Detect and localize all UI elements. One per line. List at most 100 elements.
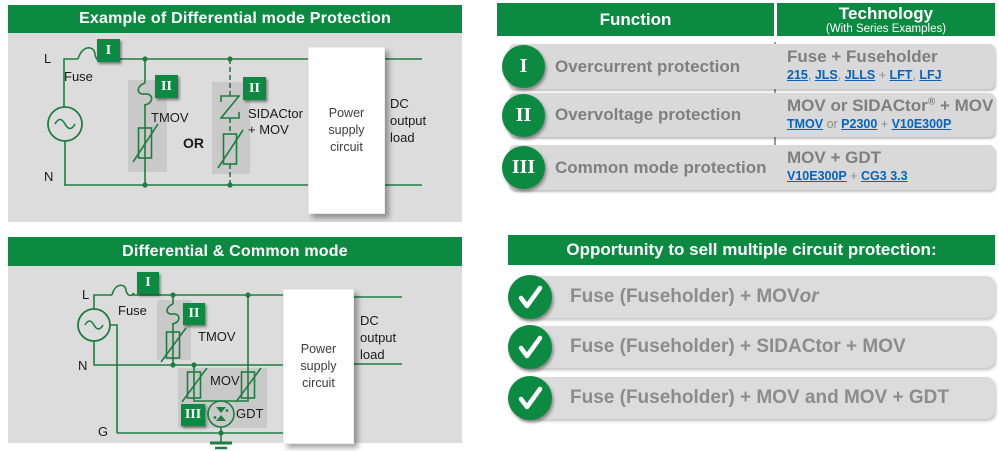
item-pill: [517, 377, 995, 419]
technology-cell: MOV or SIDACtor® + MOV TMOV or P2300 + V…: [787, 96, 994, 131]
item-label: Fuse (Fuseholder) + SIDACtor + MOV: [570, 325, 906, 369]
numeral-ii-badge: II: [502, 93, 545, 137]
badge-overvoltage-sidactor: II: [243, 77, 266, 100]
series-link[interactable]: JLS: [814, 68, 838, 82]
series-link[interactable]: LFT: [889, 68, 913, 82]
junction-dots: [142, 56, 233, 188]
text-part: +: [877, 117, 892, 131]
text-part: or: [799, 286, 819, 307]
text-part: +: [875, 68, 890, 82]
technology-title: Technology: [838, 3, 934, 23]
tmov-label: TMOV: [151, 110, 189, 125]
power-supply-box: Power supply circuit: [283, 289, 354, 444]
series-link[interactable]: CG3 3.3: [861, 169, 908, 183]
power-line: supply: [300, 359, 337, 374]
technology-cell: MOV + GDT V10E300P + CG3 3.3: [787, 148, 991, 183]
gdt-label: GDT: [236, 406, 264, 421]
function-cell: Overcurrent protection: [555, 56, 741, 76]
dc-line: output: [390, 113, 427, 128]
varistor-icon: [240, 371, 256, 399]
dc-output-load-label: DC output load: [360, 312, 396, 363]
or-label: OR: [183, 135, 204, 151]
fuse-label: Fuse: [64, 69, 93, 84]
opportunity-panel: Opportunity to sell multiple circuit pro…: [508, 235, 995, 451]
series-link[interactable]: V10E300P: [891, 117, 952, 131]
differential-mode-panel: Example of Differential mode Protection: [8, 5, 462, 222]
check-icon: [508, 376, 552, 420]
junction-dots: [170, 292, 251, 436]
wires: [47, 47, 422, 186]
wires: [77, 284, 402, 450]
text-part: + MOV: [935, 96, 994, 115]
varistor-icon: [165, 331, 181, 359]
power-line: supply: [328, 123, 365, 138]
dc-output-load-label: DC output load: [390, 95, 426, 146]
series-examples: TMOV or P2300 + V10E300P: [787, 117, 991, 131]
text-part: Fuse (Fuseholder) + SIDACtor + MOV: [570, 336, 906, 357]
sidactor-mov-label: SIDACtor + MOV: [248, 106, 303, 139]
function-technology-table: Function Technology (With Series Example…: [497, 3, 995, 193]
sidactor-icon: [219, 95, 241, 119]
opportunity-item: Fuse (Fuseholder) + MOV or: [508, 275, 995, 319]
series-examples: V10E300P + CG3 3.3: [787, 169, 991, 183]
thermal-element-icon: [166, 303, 180, 325]
badge-overvoltage: II: [183, 303, 205, 325]
ground-label: G: [98, 424, 109, 439]
ac-source-icon: [47, 106, 83, 142]
item-label: Fuse (Fuseholder) + MOV and MOV + GDT: [570, 376, 949, 420]
fuse-label: Fuse: [118, 303, 147, 318]
tech-title: Fuse + Fuseholder: [787, 47, 991, 67]
technology-column-header: Technology (With Series Examples): [777, 3, 995, 36]
item-pill: [517, 276, 995, 318]
numeral-iii-badge: III: [502, 146, 545, 189]
badge-overvoltage-tmov: II: [155, 75, 178, 98]
series-link[interactable]: 215: [787, 68, 808, 82]
dc-line: load: [390, 130, 415, 145]
text-part: Fuse (Fuseholder) + MOV: [570, 286, 800, 307]
neutral-label: N: [44, 169, 54, 184]
technology-cell: Fuse + Fuseholder 215, JLS, JLLS + LFT, …: [787, 47, 991, 82]
series-link[interactable]: JLLS: [844, 68, 876, 82]
table-row-common-mode: III Common mode protection MOV + GDT V10…: [502, 145, 995, 190]
item-label: Fuse (Fuseholder) + MOV or: [570, 275, 819, 319]
tmov-label: TMOV: [198, 329, 236, 344]
differential-circuit: I II II L N Fuse TMOV OR SIDACtor + MOV …: [8, 33, 462, 222]
sidactor-label: SIDACtor: [248, 106, 303, 121]
table-header: Function Technology (With Series Example…: [497, 3, 995, 36]
power-line: circuit: [330, 139, 363, 154]
varistor-icon: [186, 371, 202, 399]
opportunity-item: Fuse (Fuseholder) + SIDACtor + MOV: [508, 325, 995, 369]
check-icon: [508, 275, 552, 319]
common-circuit: I II III L N G Fuse TMOV MOV GDT Power s…: [8, 266, 462, 450]
item-pill: [517, 326, 995, 368]
check-icon: [508, 325, 552, 369]
series-link[interactable]: P2300: [841, 117, 878, 131]
table-row-overvoltage: II Overvoltage protection MOV or SIDACto…: [502, 93, 995, 137]
text-part: ,: [912, 68, 920, 82]
badge-overcurrent: I: [97, 39, 120, 62]
varistor-icon: [222, 133, 238, 165]
text-part: ®: [927, 96, 936, 108]
dc-line: output: [360, 330, 397, 345]
series-link[interactable]: LFJ: [919, 68, 942, 82]
power-supply-box: Power supply circuit: [308, 47, 385, 214]
dc-line: DC: [390, 96, 409, 111]
power-line: circuit: [302, 375, 335, 390]
text-part: MOV + GDT: [787, 148, 881, 167]
common-circuit-drawing: [77, 284, 402, 450]
power-line: Power: [328, 106, 365, 121]
header-divider: [774, 3, 777, 36]
badge-common-mode: III: [181, 404, 205, 426]
opportunity-title: Opportunity to sell multiple circuit pro…: [508, 235, 995, 265]
text-part: ,: [807, 68, 815, 82]
series-link[interactable]: V10E300P: [787, 169, 847, 183]
table-row-overcurrent: I Overcurrent protection Fuse + Fusehold…: [502, 44, 995, 89]
numeral-i-badge: I: [502, 45, 545, 88]
series-link[interactable]: TMOV: [787, 117, 824, 131]
dc-line: DC: [360, 313, 379, 328]
function-cell: Overvoltage protection: [555, 105, 742, 124]
power-line: Power: [300, 342, 337, 357]
dc-line: load: [360, 347, 385, 362]
text-part: Fuse (Fuseholder) + MOV and MOV + GDT: [570, 387, 949, 408]
